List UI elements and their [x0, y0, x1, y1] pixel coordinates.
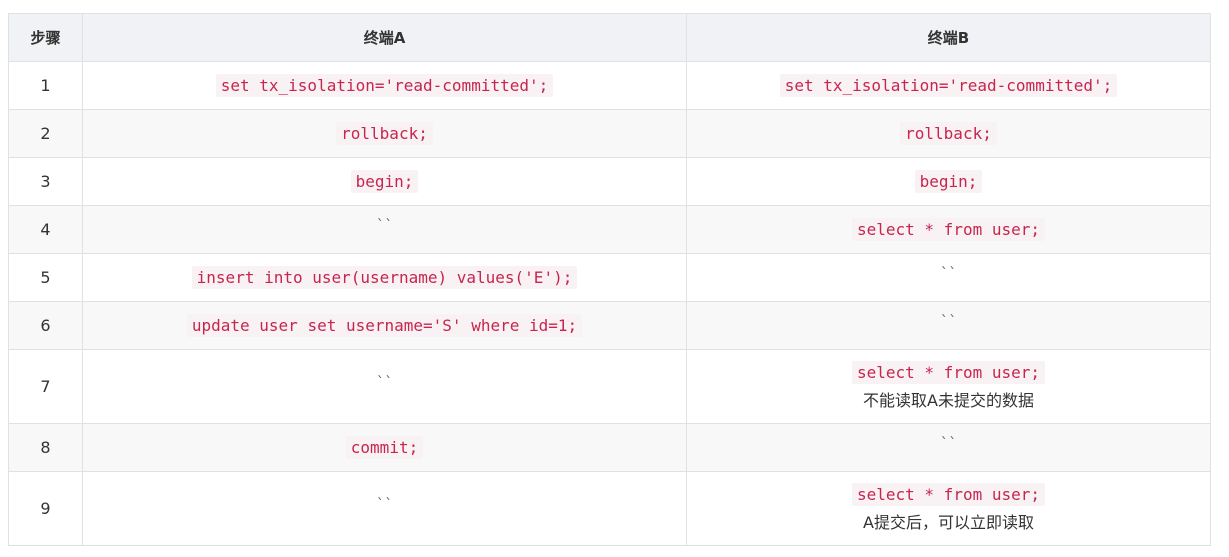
step-number: 4: [8, 205, 83, 254]
terminal-b-note: A提交后，可以立即读取: [863, 512, 1034, 532]
step-number-text: 8: [40, 438, 51, 457]
step-number-text: 5: [40, 268, 51, 287]
terminal-a-code: insert into user(username) values('E');: [191, 266, 578, 289]
header-terminal-a: 终端A: [82, 13, 687, 62]
terminal-a-cell: insert into user(username) values('E');: [82, 253, 687, 302]
terminal-b-code: rollback;: [900, 122, 997, 145]
transaction-steps-table: 步骤 终端A 终端B 1 set tx_isolation='read-comm…: [8, 13, 1211, 546]
terminal-a-cell: ``: [82, 205, 687, 254]
table-row: 8 commit; ``: [8, 423, 1211, 472]
step-number-text: 6: [40, 316, 51, 335]
step-number-text: 2: [40, 124, 51, 143]
step-number: 2: [8, 109, 83, 158]
terminal-a-code: set tx_isolation='read-committed';: [215, 74, 554, 97]
terminal-a-cell: ``: [82, 349, 687, 424]
terminal-a-code: rollback;: [336, 122, 433, 145]
terminal-a-code: update user set username='S' where id=1;: [186, 314, 583, 337]
table-header-row: 步骤 终端A 终端B: [8, 13, 1211, 62]
terminal-b-cell: set tx_isolation='read-committed';: [686, 61, 1211, 110]
step-number: 3: [8, 157, 83, 206]
terminal-a-cell: rollback;: [82, 109, 687, 158]
terminal-b-code: select * from user;: [851, 482, 1046, 506]
step-number: 6: [8, 301, 83, 350]
table-row: 5 insert into user(username) values('E')…: [8, 253, 1211, 302]
table-row: 7 `` select * from user; 不能读取A未提交的数据: [8, 349, 1211, 424]
step-number-text: 9: [40, 499, 51, 518]
terminal-a-empty-marker: ``: [376, 218, 393, 234]
table-row: 3 begin; begin;: [8, 157, 1211, 206]
step-number-text: 4: [40, 220, 51, 239]
terminal-b-cell: ``: [686, 423, 1211, 472]
terminal-a-cell: ``: [82, 471, 687, 546]
step-number: 1: [8, 61, 83, 110]
terminal-b-cell: ``: [686, 301, 1211, 350]
transaction-steps-table-container: 步骤 终端A 终端B 1 set tx_isolation='read-comm…: [8, 13, 1211, 546]
step-number: 5: [8, 253, 83, 302]
header-step: 步骤: [8, 13, 83, 62]
step-number-text: 3: [40, 172, 51, 191]
terminal-b-cell: rollback;: [686, 109, 1211, 158]
terminal-a-code: begin;: [350, 170, 419, 193]
terminal-b-empty-marker: ``: [940, 266, 957, 282]
terminal-a-cell: set tx_isolation='read-committed';: [82, 61, 687, 110]
terminal-b-code: select * from user;: [851, 360, 1046, 384]
terminal-b-cell: select * from user; 不能读取A未提交的数据: [686, 349, 1211, 424]
table-row: 9 `` select * from user; A提交后，可以立即读取: [8, 471, 1211, 546]
step-number-text: 7: [40, 377, 51, 396]
terminal-b-empty-marker: ``: [940, 436, 957, 452]
terminal-b-cell: select * from user; A提交后，可以立即读取: [686, 471, 1211, 546]
step-number: 9: [8, 471, 83, 546]
table-row: 2 rollback; rollback;: [8, 109, 1211, 158]
terminal-a-empty-marker: ``: [376, 497, 393, 513]
terminal-a-cell: update user set username='S' where id=1;: [82, 301, 687, 350]
terminal-a-cell: begin;: [82, 157, 687, 206]
terminal-b-note: 不能读取A未提交的数据: [863, 390, 1034, 410]
terminal-a-empty-marker: ``: [376, 375, 393, 391]
table-row: 1 set tx_isolation='read-committed'; set…: [8, 61, 1211, 110]
terminal-b-cell: ``: [686, 253, 1211, 302]
terminal-b-empty-marker: ``: [940, 314, 957, 330]
table-row: 6 update user set username='S' where id=…: [8, 301, 1211, 350]
terminal-b-code: select * from user;: [851, 218, 1046, 241]
terminal-a-code: commit;: [345, 436, 424, 459]
step-number: 7: [8, 349, 83, 424]
terminal-b-cell: select * from user;: [686, 205, 1211, 254]
step-number-text: 1: [40, 76, 51, 95]
terminal-b-code: set tx_isolation='read-committed';: [779, 74, 1118, 97]
header-terminal-b: 终端B: [686, 13, 1211, 62]
terminal-b-code: begin;: [914, 170, 983, 193]
terminal-a-cell: commit;: [82, 423, 687, 472]
terminal-b-cell: begin;: [686, 157, 1211, 206]
table-row: 4 `` select * from user;: [8, 205, 1211, 254]
step-number: 8: [8, 423, 83, 472]
